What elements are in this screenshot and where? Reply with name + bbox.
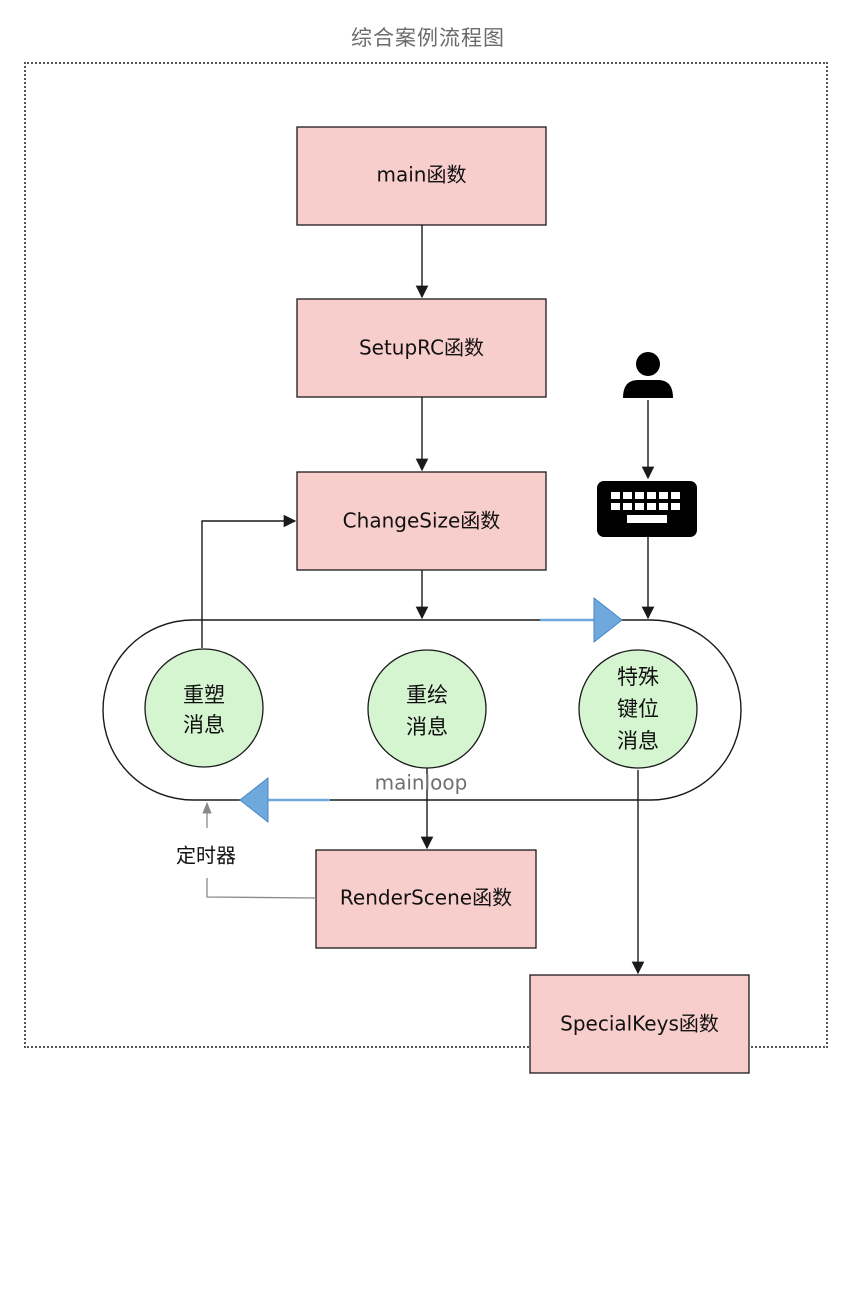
keyboard-icon: [597, 481, 697, 537]
user-icon: [623, 352, 673, 398]
special-key-message-node: 特殊 键位 消息: [578, 649, 698, 769]
mainloop-outline: [102, 619, 742, 801]
redraw-message-node: 重绘 消息: [367, 649, 487, 769]
main-function-label: main函数: [377, 163, 467, 187]
loop-arrow-left: [239, 776, 330, 824]
changesize-function-label: ChangeSize函数: [343, 509, 501, 533]
redraw-message-line1: 重绘: [406, 683, 448, 707]
setuprc-function-label: SetupRC函数: [359, 336, 484, 360]
redraw-message-line2: 消息: [406, 715, 448, 739]
diagram-frame: [24, 62, 828, 1048]
timer-feedback-line: [206, 878, 317, 899]
special-key-message-line2: 键位: [617, 697, 659, 721]
renderscene-function-box: RenderScene函数: [315, 849, 537, 949]
reshape-message-node: 重塑 消息: [144, 648, 264, 768]
special-key-message-line1: 特殊: [617, 665, 659, 689]
loop-arrow-right: [540, 596, 623, 644]
page-title: 综合案例流程图: [351, 26, 505, 50]
timer-label: 定时器: [176, 844, 236, 868]
specialkeys-function-box: SpecialKeys函数: [529, 974, 750, 1074]
special-key-message-line3: 消息: [617, 729, 659, 753]
main-function-box: main函数: [296, 126, 547, 226]
reshape-message-line2: 消息: [183, 713, 225, 737]
setuprc-function-box: SetupRC函数: [296, 298, 547, 398]
arrow-reshape-to-changesize: [201, 514, 297, 648]
mainloop-label: mainloop: [375, 771, 468, 795]
specialkeys-function-label: SpecialKeys函数: [560, 1012, 719, 1036]
changesize-function-box: ChangeSize函数: [296, 471, 547, 571]
renderscene-function-label: RenderScene函数: [340, 886, 512, 910]
reshape-message-line1: 重塑: [183, 683, 225, 707]
